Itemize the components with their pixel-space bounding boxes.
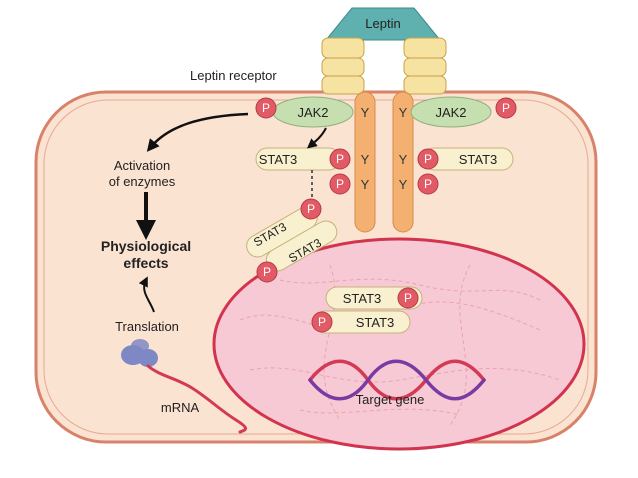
jak2-right [410, 96, 492, 128]
phosphate-receptor-left [329, 173, 351, 195]
phosphate-label-stat3-right: P [424, 152, 432, 166]
stat3-nucleus-top-box [325, 286, 423, 310]
arrow-jak2-to-activation [146, 112, 249, 152]
tyrosine-right-1: Y [399, 105, 408, 120]
stat3-left-label: STAT3 [259, 152, 298, 167]
tyrosine-right-2: Y [399, 152, 408, 167]
phosphate-stat3-dimer-bottom [256, 261, 278, 283]
mrna-strand [146, 364, 247, 434]
leptin-receptor-label: Leptin receptor [190, 68, 277, 83]
arrow-jak2-to-stat3 [306, 127, 327, 149]
tyrosine-left-1: Y [361, 105, 370, 120]
phosphate-label-stat3-nucleus-bottom: P [318, 315, 326, 329]
nucleus [212, 237, 586, 451]
arrow-translation-to-effects [138, 276, 155, 313]
stat3-dimer-cytoplasm [246, 206, 338, 272]
receptor-left-extracellular [321, 37, 365, 95]
phosphate-label-jak2-right: P [502, 101, 510, 115]
activation-label-line2: of enzymes [109, 174, 176, 189]
stat3-nucleus-bottom-label: STAT3 [356, 315, 395, 330]
stat3-nucleus-top-label: STAT3 [343, 291, 382, 306]
physiological-effects-line1: Physiological [101, 238, 191, 254]
receptor-right-stalk [392, 91, 414, 233]
activation-label-line1: Activation [114, 158, 170, 173]
receptor-left-stalk [354, 91, 376, 233]
jak2-left-label: JAK2 [297, 105, 328, 120]
phosphate-label-stat3-nucleus-top: P [404, 291, 412, 305]
phosphate-label-stat3-dimer-bottom: P [263, 265, 271, 279]
phosphate-stat3-right [417, 148, 439, 170]
translation-label: Translation [115, 319, 179, 334]
receptor-right-extracellular [403, 37, 447, 95]
phosphate-receptor-right [417, 173, 439, 195]
phosphate-label-stat3-dimer-top: P [307, 202, 315, 216]
tyrosine-left-2: Y [361, 152, 370, 167]
target-gene-dna [308, 359, 486, 401]
phosphate-label-receptor-right: P [424, 177, 432, 191]
tyrosine-right-3: Y [399, 177, 408, 192]
tyrosine-left-3: Y [361, 177, 370, 192]
mrna-label: mRNA [161, 400, 200, 415]
physiological-effects-line2: effects [123, 255, 168, 271]
phosphate-jak2-left [255, 97, 277, 119]
phosphate-stat3-nucleus-bottom [311, 311, 333, 333]
ribosome-icon [121, 339, 158, 367]
leptin-label: Leptin [365, 16, 400, 31]
phosphate-stat3-left [329, 148, 351, 170]
phosphate-label-jak2-left: P [262, 101, 270, 115]
phosphate-label-receptor-left: P [336, 177, 344, 191]
jak2-right-label: JAK2 [435, 105, 466, 120]
phosphate-label-stat3-left: P [336, 152, 344, 166]
phosphate-stat3-nucleus-top [397, 287, 419, 309]
stat3-right-label: STAT3 [459, 152, 498, 167]
phosphate-stat3-dimer-top [300, 198, 322, 220]
target-gene-label: Target gene [356, 392, 425, 407]
phosphate-jak2-right [495, 97, 517, 119]
